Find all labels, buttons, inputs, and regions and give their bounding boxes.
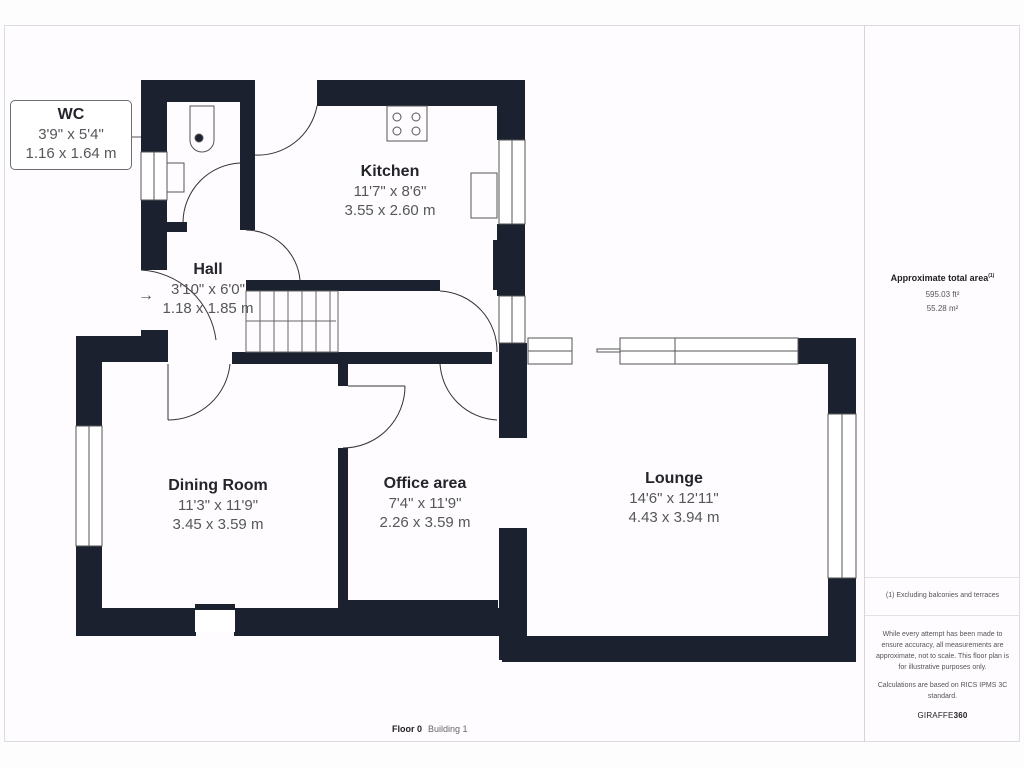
windows bbox=[75, 139, 857, 632]
sidebar-separator bbox=[865, 615, 1020, 616]
room-label-lounge: Lounge 14'6" x 12'11" 4.43 x 3.94 m bbox=[629, 469, 720, 527]
entrance-arrow-icon: → bbox=[138, 287, 154, 304]
floor-caption: Floor 0 Building 1 bbox=[392, 724, 468, 734]
total-area-sqm: 55.28 m² bbox=[926, 304, 959, 313]
door-swings bbox=[140, 105, 498, 449]
fixtures bbox=[166, 105, 498, 219]
room-dim-metric: 4.43 x 3.94 m bbox=[628, 509, 720, 526]
toilet-icon bbox=[189, 105, 215, 153]
total-area-sqft: 595.03 ft² bbox=[925, 290, 960, 299]
room-dim-imperial: 3'9" x 5'4" bbox=[38, 126, 104, 143]
room-name: Dining Room bbox=[168, 477, 268, 494]
calculation-note: Calculations are based on RICS IPMS 3C s… bbox=[877, 682, 1008, 700]
room-dim-imperial: 14'6" x 12'11" bbox=[629, 490, 719, 507]
room-dim-metric: 1.16 x 1.64 m bbox=[25, 145, 117, 162]
sink-icon bbox=[470, 172, 498, 219]
walls bbox=[76, 80, 856, 662]
stairs bbox=[245, 290, 339, 353]
room-label-kitchen: Kitchen 11'7" x 8'6" 3.55 x 2.60 m bbox=[345, 162, 436, 220]
room-name: Office area bbox=[383, 475, 467, 492]
room-dim-metric: 2.26 x 3.59 m bbox=[379, 514, 471, 531]
info-sidebar: Approximate total area(1) 595.03 ft² 55.… bbox=[865, 25, 1020, 742]
room-dim-metric: 1.18 x 1.85 m bbox=[162, 300, 254, 317]
room-dim-metric: 3.55 x 2.60 m bbox=[344, 202, 436, 219]
total-area-title: Approximate total area(1) bbox=[865, 273, 1020, 283]
room-name: Lounge bbox=[645, 470, 703, 487]
floor-plan-drawing bbox=[75, 80, 857, 662]
room-label-hall: Hall 3'10" x 6'0" 1.18 x 1.85 m bbox=[163, 260, 254, 318]
room-label-wc: WC 3'9" x 5'4" 1.16 x 1.64 m bbox=[10, 100, 132, 170]
brand-number: 360 bbox=[953, 711, 968, 720]
room-dim-imperial: 11'3" x 11'9" bbox=[177, 497, 259, 514]
sidebar-divider bbox=[864, 25, 865, 742]
room-dim-metric: 3.45 x 3.59 m bbox=[172, 516, 264, 533]
floor-label: Floor 0 bbox=[392, 724, 423, 734]
room-name: WC bbox=[57, 106, 85, 123]
brand-text: GIRAFFE bbox=[917, 711, 954, 720]
room-label-dining-room: Dining Room 11'3" x 11'9" 3.45 x 3.59 m bbox=[168, 476, 268, 534]
room-dim-imperial: 7'4" x 11'9" bbox=[388, 495, 462, 512]
footnote-text: (1) Excluding balconies and terraces bbox=[885, 592, 1000, 599]
hob-icon bbox=[386, 105, 428, 142]
room-dim-imperial: 3'10" x 6'0" bbox=[171, 281, 245, 298]
sidebar-separator bbox=[865, 577, 1020, 578]
room-dim-imperial: 11'7" x 8'6" bbox=[353, 183, 427, 200]
basin-icon bbox=[166, 162, 185, 193]
footnote-mark: (1) bbox=[988, 273, 995, 279]
room-name: Kitchen bbox=[360, 163, 420, 180]
room-name: Hall bbox=[193, 261, 223, 278]
total-area-title-text: Approximate total area bbox=[890, 273, 989, 283]
room-label-office-area: Office area 7'4" x 11'9" 2.26 x 3.59 m bbox=[380, 474, 471, 532]
building-label: Building 1 bbox=[428, 724, 468, 734]
brand-logo: GIRAFFE360 bbox=[865, 711, 1020, 720]
disclaimer-text: While every attempt has been made to ens… bbox=[876, 631, 1009, 671]
